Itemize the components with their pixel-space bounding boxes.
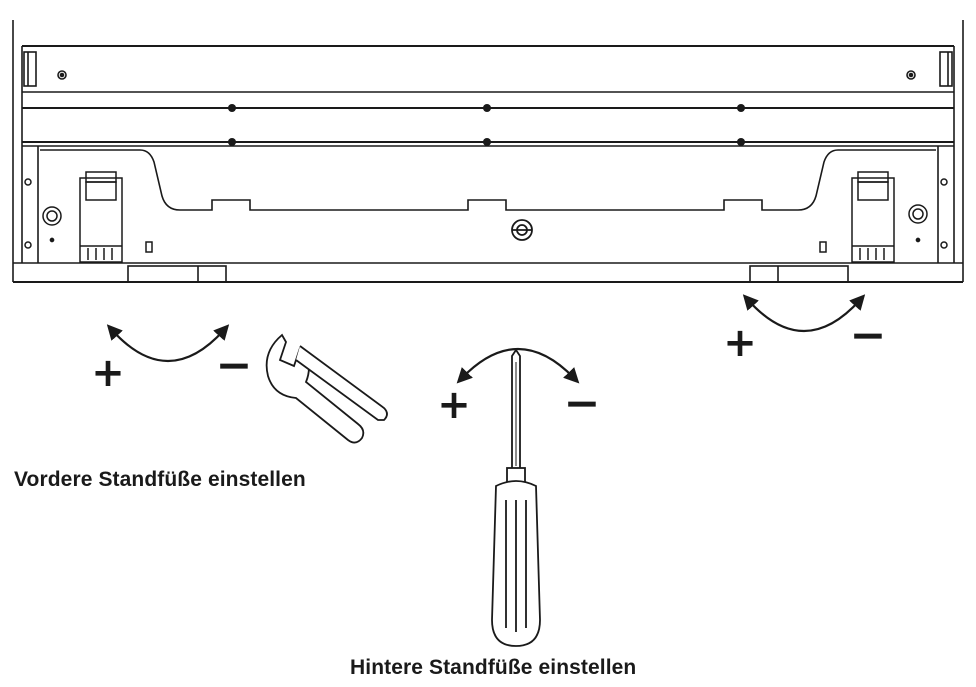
front-feet-caption: Vordere Standfüße einstellen bbox=[14, 468, 306, 491]
front-left-direction-arrow bbox=[106, 324, 230, 362]
front-right-direction-arrow bbox=[742, 294, 866, 332]
front-right-minus-symbol: − bbox=[850, 310, 887, 361]
appliance-base bbox=[12, 20, 964, 283]
front-left-minus-symbol: − bbox=[216, 340, 253, 391]
front-right-foot-adjuster bbox=[819, 171, 948, 263]
rear-minus-symbol: − bbox=[564, 378, 601, 429]
rear-plus-symbol: + bbox=[437, 382, 471, 428]
front-right-plus-symbol: + bbox=[723, 320, 757, 366]
rear-foot-adjust-screw bbox=[511, 219, 533, 241]
rear-feet-caption: Hintere Standfüße einstellen bbox=[350, 656, 637, 679]
front-left-foot-adjuster bbox=[24, 171, 153, 263]
rear-direction-arrow bbox=[456, 348, 580, 384]
wrench-icon bbox=[265, 333, 388, 444]
screwdriver-icon bbox=[491, 348, 541, 647]
rail-rivets bbox=[228, 104, 745, 146]
front-left-plus-symbol: + bbox=[91, 350, 125, 396]
